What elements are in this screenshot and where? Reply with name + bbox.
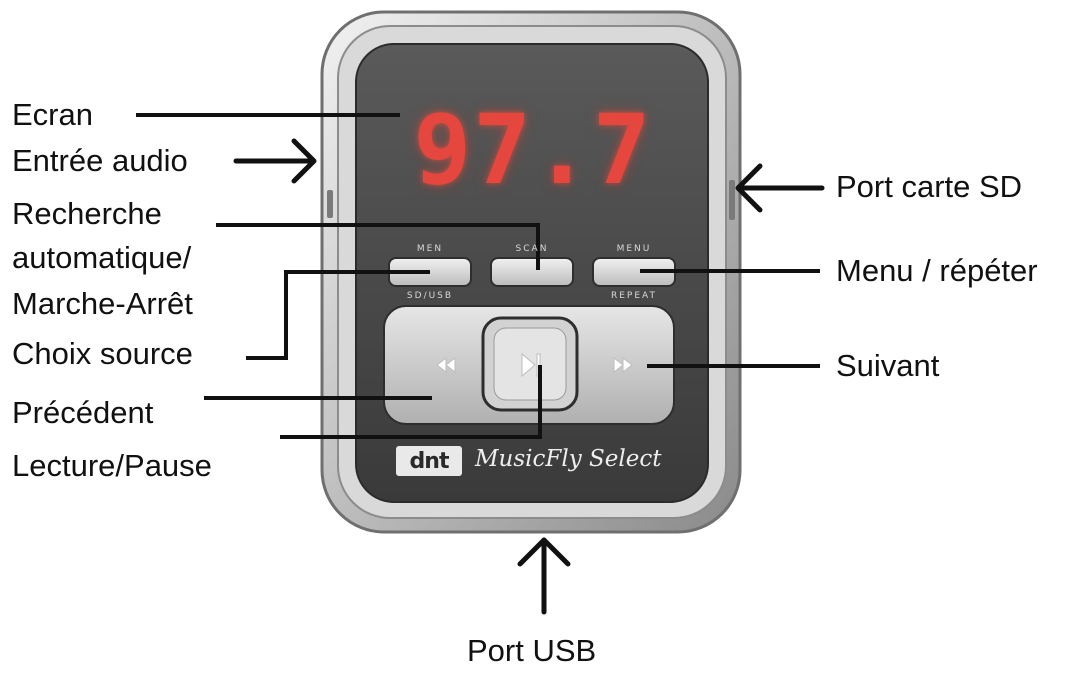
model-name: MusicFly Select: [475, 446, 662, 472]
button-scan: [490, 257, 574, 287]
label-recherche-1: Recherche: [12, 196, 162, 231]
label-entree-audio: Entrée audio: [12, 143, 188, 178]
label-precedent: Précédent: [12, 395, 154, 430]
label-choix-source: Choix source: [12, 336, 193, 371]
button-repeat-label: REPEAT: [610, 291, 657, 301]
label-recherche-3: Marche-Arrêt: [12, 286, 193, 321]
brand-logo: dnt: [396, 446, 462, 476]
label-menu-repeter: Menu / répéter: [836, 253, 1038, 288]
label-suivant: Suivant: [836, 348, 940, 383]
label-lecture-pause: Lecture/Pause: [12, 448, 212, 483]
label-ecran: Ecran: [12, 97, 93, 132]
label-port-carte-sd: Port carte SD: [836, 169, 1023, 204]
button-menu-label: MENU: [616, 244, 652, 254]
label-recherche-2: automatique/: [12, 240, 192, 275]
previous-icon: [436, 356, 456, 374]
label-port-usb: Port USB: [467, 633, 597, 668]
button-sdusb-label: SD/USB: [406, 291, 454, 301]
button-scan-label: SCAN: [515, 244, 549, 254]
button-men-label: MEN: [416, 244, 444, 254]
frequency-display: 97.7: [413, 94, 653, 206]
next-icon: [613, 356, 633, 374]
